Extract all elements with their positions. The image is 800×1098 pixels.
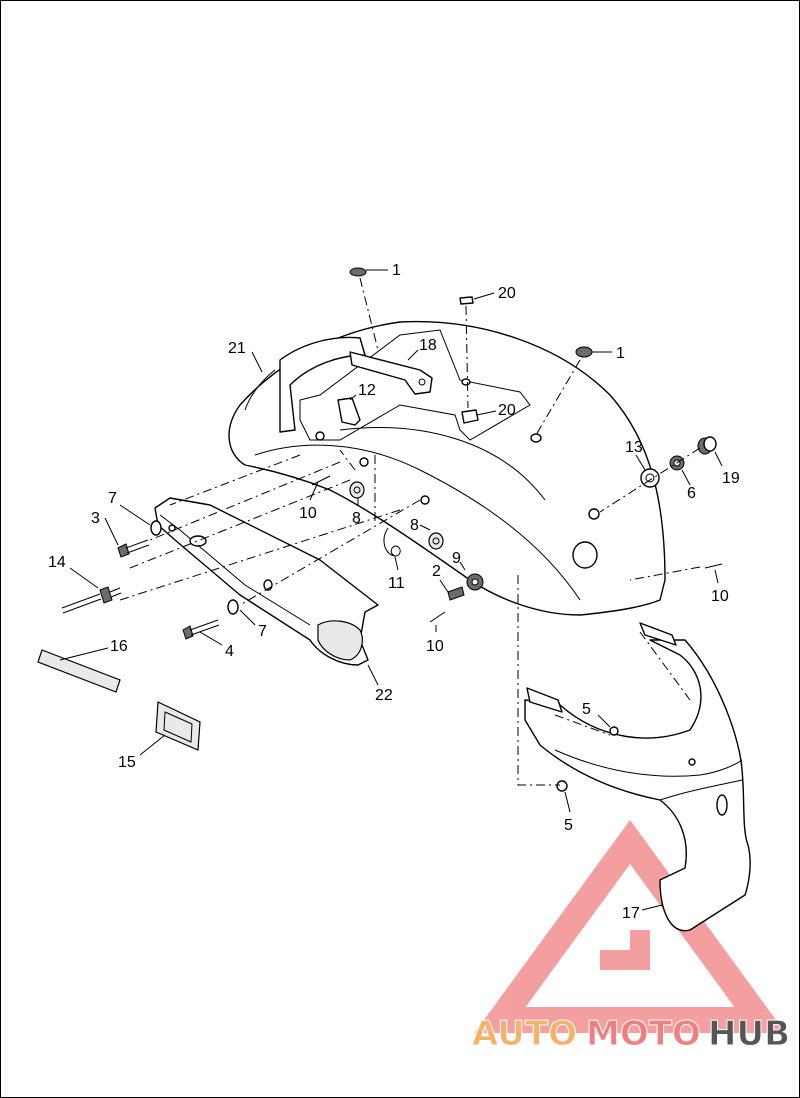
callout-11: 11	[388, 575, 405, 592]
grommet-right	[575, 346, 593, 358]
callout-10-left: 10	[299, 505, 317, 522]
callout-20-top: 20	[498, 285, 516, 302]
callout-1-top: 1	[392, 262, 401, 279]
callout-10-right: 10	[711, 588, 729, 605]
rubber-strip-16	[37, 649, 121, 693]
stud-14	[61, 586, 122, 614]
watermark-part-moto: MOTO	[586, 1014, 701, 1054]
callout-labels: 1 20 1 21 18 12 20 13 19 6 7 3 10 8 8 9 …	[48, 262, 740, 922]
callout-14: 14	[48, 554, 66, 571]
callout-20-lower: 20	[498, 402, 516, 419]
clip-nut-5-lower	[556, 780, 568, 792]
grommet-top	[349, 267, 367, 277]
callout-7-upper: 7	[108, 490, 117, 507]
callout-22: 22	[375, 687, 393, 704]
clip-nut-5-upper	[609, 726, 619, 736]
callout-3: 3	[91, 510, 100, 527]
clip-11	[383, 527, 401, 557]
callout-12: 12	[358, 382, 376, 399]
bolt-3	[117, 539, 150, 558]
watermark-part-auto: AUTO	[472, 1014, 577, 1054]
watermark-part-hub: HUB	[708, 1014, 790, 1054]
acorn-nut	[697, 436, 717, 455]
callout-8-left: 8	[352, 510, 361, 527]
pin-10-left	[311, 475, 331, 486]
rear-fender	[228, 320, 666, 616]
screw-2	[447, 586, 465, 601]
reflector-15	[155, 701, 201, 751]
callout-4: 4	[225, 643, 234, 660]
spacer-13	[640, 468, 660, 488]
spacer-8-left	[349, 481, 365, 499]
callout-18: 18	[419, 337, 437, 354]
spacer-8-right	[428, 532, 444, 550]
watermark-logo	[474, 819, 786, 1033]
washer-7-lower	[227, 599, 239, 615]
callout-10-center: 10	[426, 638, 444, 655]
side-rail-bracket	[154, 497, 379, 666]
callout-17: 17	[622, 905, 640, 922]
assembly-lines	[119, 277, 701, 786]
nut-9	[466, 573, 484, 591]
callout-15: 15	[118, 754, 136, 771]
callout-8-right: 8	[410, 517, 419, 534]
bolt-4	[182, 619, 220, 640]
lower-fender-extension	[524, 622, 751, 932]
callout-16: 16	[110, 638, 128, 655]
callout-5-lower: 5	[564, 817, 573, 834]
clip-nut-top	[459, 296, 474, 305]
callout-5-upper: 5	[582, 701, 591, 718]
callout-13: 13	[625, 439, 643, 456]
washer-7-upper	[150, 520, 162, 536]
callout-6: 6	[687, 485, 696, 502]
pin-10-center	[429, 611, 446, 623]
callout-7-lower: 7	[258, 623, 267, 640]
callout-9: 9	[452, 550, 461, 567]
watermark-text: AUTO MOTO HUB	[472, 1014, 791, 1055]
leader-lines	[59, 269, 723, 911]
pin-10-right	[704, 563, 723, 569]
callout-19: 19	[722, 470, 740, 487]
callout-21: 21	[228, 340, 246, 357]
callout-1-right: 1	[616, 345, 625, 362]
callout-2: 2	[432, 563, 441, 580]
